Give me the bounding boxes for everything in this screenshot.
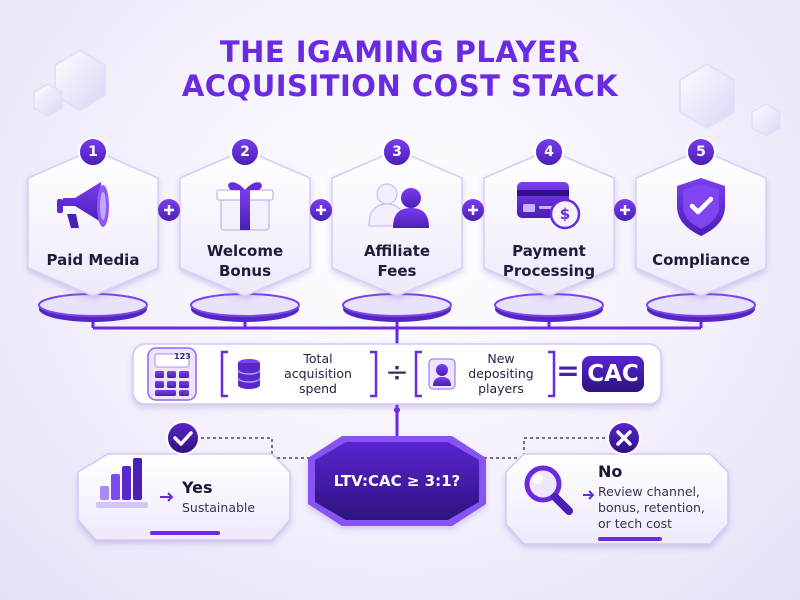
step-number-1: 1 [88, 144, 98, 160]
no-underline [598, 537, 662, 541]
bar-chart-icon [96, 458, 148, 508]
equals-symbol: = [556, 354, 580, 387]
yes-subtitle: Sustainable [182, 500, 256, 515]
formula-bar [132, 343, 662, 405]
step-number-3: 3 [392, 144, 402, 160]
svg-text:$: $ [560, 205, 570, 223]
player-icon [428, 358, 456, 390]
denominator-text: New depositing players [468, 351, 534, 396]
bracket-numerator [220, 350, 556, 398]
plus-badges [158, 199, 636, 221]
gift-icon [216, 182, 274, 231]
database-icon [237, 359, 261, 389]
yes-underline [150, 531, 220, 535]
page-title-line-1: THE IGAMING PLAYER [219, 35, 581, 69]
step-number-2: 2 [240, 144, 250, 160]
page-title-line-2: ACQUISITION COST STACK [181, 69, 619, 103]
yes-title: Yes [182, 478, 213, 497]
no-arrow [583, 490, 595, 500]
decision-hexagon [308, 436, 486, 526]
step-label-affiliate-fees: Affiliate Fees [363, 242, 431, 280]
step-label-compliance: Compliance [652, 251, 750, 269]
payment-card-icon: $ [517, 182, 581, 230]
yes-check-badge [166, 421, 200, 455]
shield-check-icon [677, 178, 725, 236]
no-subtitle: Review channel, bonus, retention, or tec… [598, 484, 705, 531]
no-x-badge [607, 421, 641, 455]
divide-symbol: ÷ [385, 355, 409, 388]
yes-arrow [160, 492, 174, 502]
people-icon [368, 183, 429, 228]
no-title: No [598, 462, 623, 481]
megaphone-icon [57, 182, 109, 228]
no-card [505, 453, 729, 545]
decorative-hexagons [33, 48, 781, 137]
cac-result: CAC [587, 361, 639, 387]
step-label-payment-processing: Payment Processing [502, 242, 596, 280]
yes-card [77, 453, 291, 541]
dashed-links [198, 437, 606, 459]
calculator-display: 123 [174, 352, 191, 361]
numerator-text: Total acquisition spend [284, 351, 352, 396]
number-badges [78, 137, 716, 167]
step-number-5: 5 [696, 144, 706, 160]
pedestals [38, 293, 756, 322]
step-label-paid-media: Paid Media [46, 251, 140, 269]
step-label-welcome-bonus: Welcome Bonus [206, 242, 284, 280]
calculator-icon [147, 347, 197, 401]
decision-question: LTV:CAC ≥ 3:1? [333, 472, 461, 490]
cac-badge [582, 356, 644, 392]
magnifier-icon [524, 465, 573, 515]
step-number-4: 4 [544, 144, 554, 160]
